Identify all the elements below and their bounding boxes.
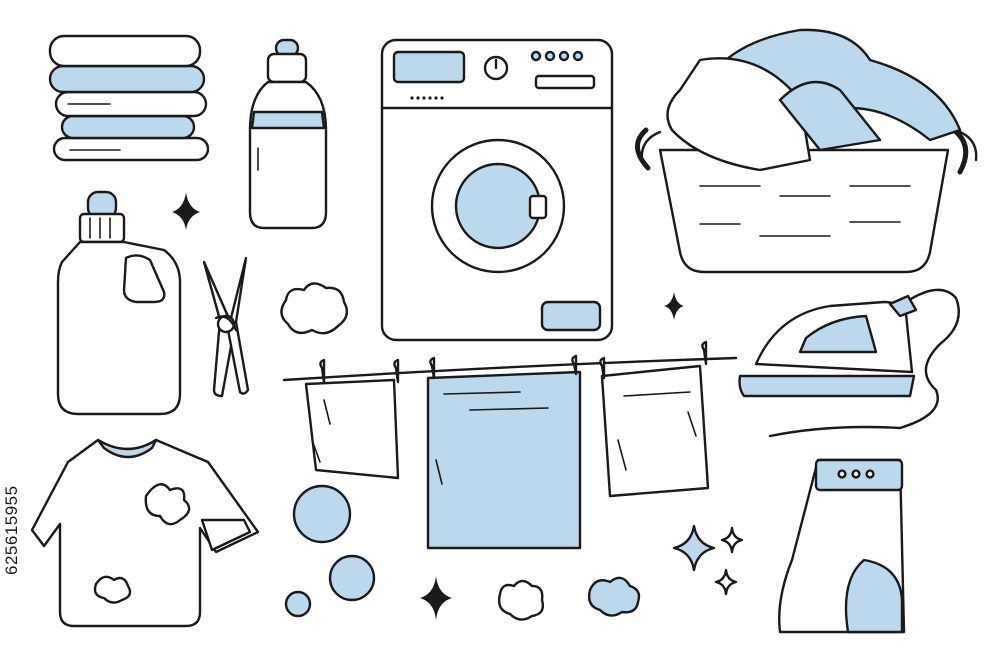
detergent-bottle-icon — [248, 38, 328, 230]
stained-tshirt-icon — [30, 438, 260, 628]
soap-bubbles-icon — [284, 484, 376, 618]
washing-machine-icon — [380, 38, 614, 342]
powder-detergent-bag-icon — [778, 458, 906, 634]
foam-bubble-icon — [280, 282, 641, 621]
fabric-softener-jug-icon — [56, 190, 182, 416]
sparkle-icon — [172, 192, 684, 620]
sparkle-icon — [672, 524, 744, 596]
folded-towels-icon — [48, 34, 210, 162]
clothespin-icon — [202, 256, 250, 398]
image-id-label: 625615955 — [2, 485, 21, 575]
iron-icon — [738, 288, 960, 438]
clothesline-icon — [282, 340, 738, 550]
laundry-basket-icon — [635, 28, 978, 274]
